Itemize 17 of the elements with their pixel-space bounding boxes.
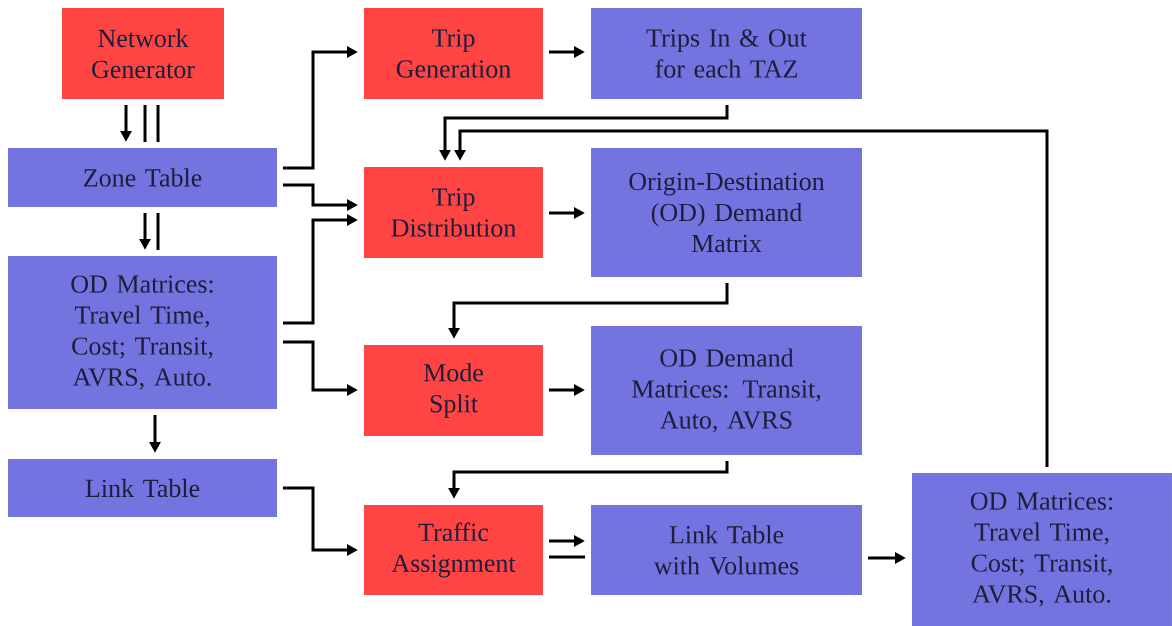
- process-box: Trip Generation: [364, 8, 543, 99]
- data-box: OD Matrices: Travel Time, Cost; Transit, AVRS, Auto.: [912, 473, 1172, 626]
- connector-line: [156, 213, 160, 250]
- process-box: Traffic Assignment: [364, 505, 543, 595]
- connector-line: [156, 105, 160, 142]
- data-box: Zone Table: [8, 148, 277, 207]
- connector-line: [549, 555, 585, 559]
- process-box: Network Generator: [62, 8, 224, 99]
- data-box: OD Demand Matrices: Transit, Auto, AVRS: [591, 326, 862, 455]
- data-box: Link Table with Volumes: [591, 505, 862, 595]
- process-box: Trip Distribution: [364, 167, 543, 258]
- data-box: Origin-Destination (OD) Demand Matrix: [591, 148, 862, 277]
- process-box: Mode Split: [364, 345, 543, 436]
- data-box: Trips In & Out for each TAZ: [591, 8, 862, 99]
- connector-line: [143, 105, 147, 142]
- data-box: OD Matrices: Travel Time, Cost; Transit, AVRS, Auto.: [8, 256, 277, 409]
- data-box: Link Table: [8, 459, 277, 517]
